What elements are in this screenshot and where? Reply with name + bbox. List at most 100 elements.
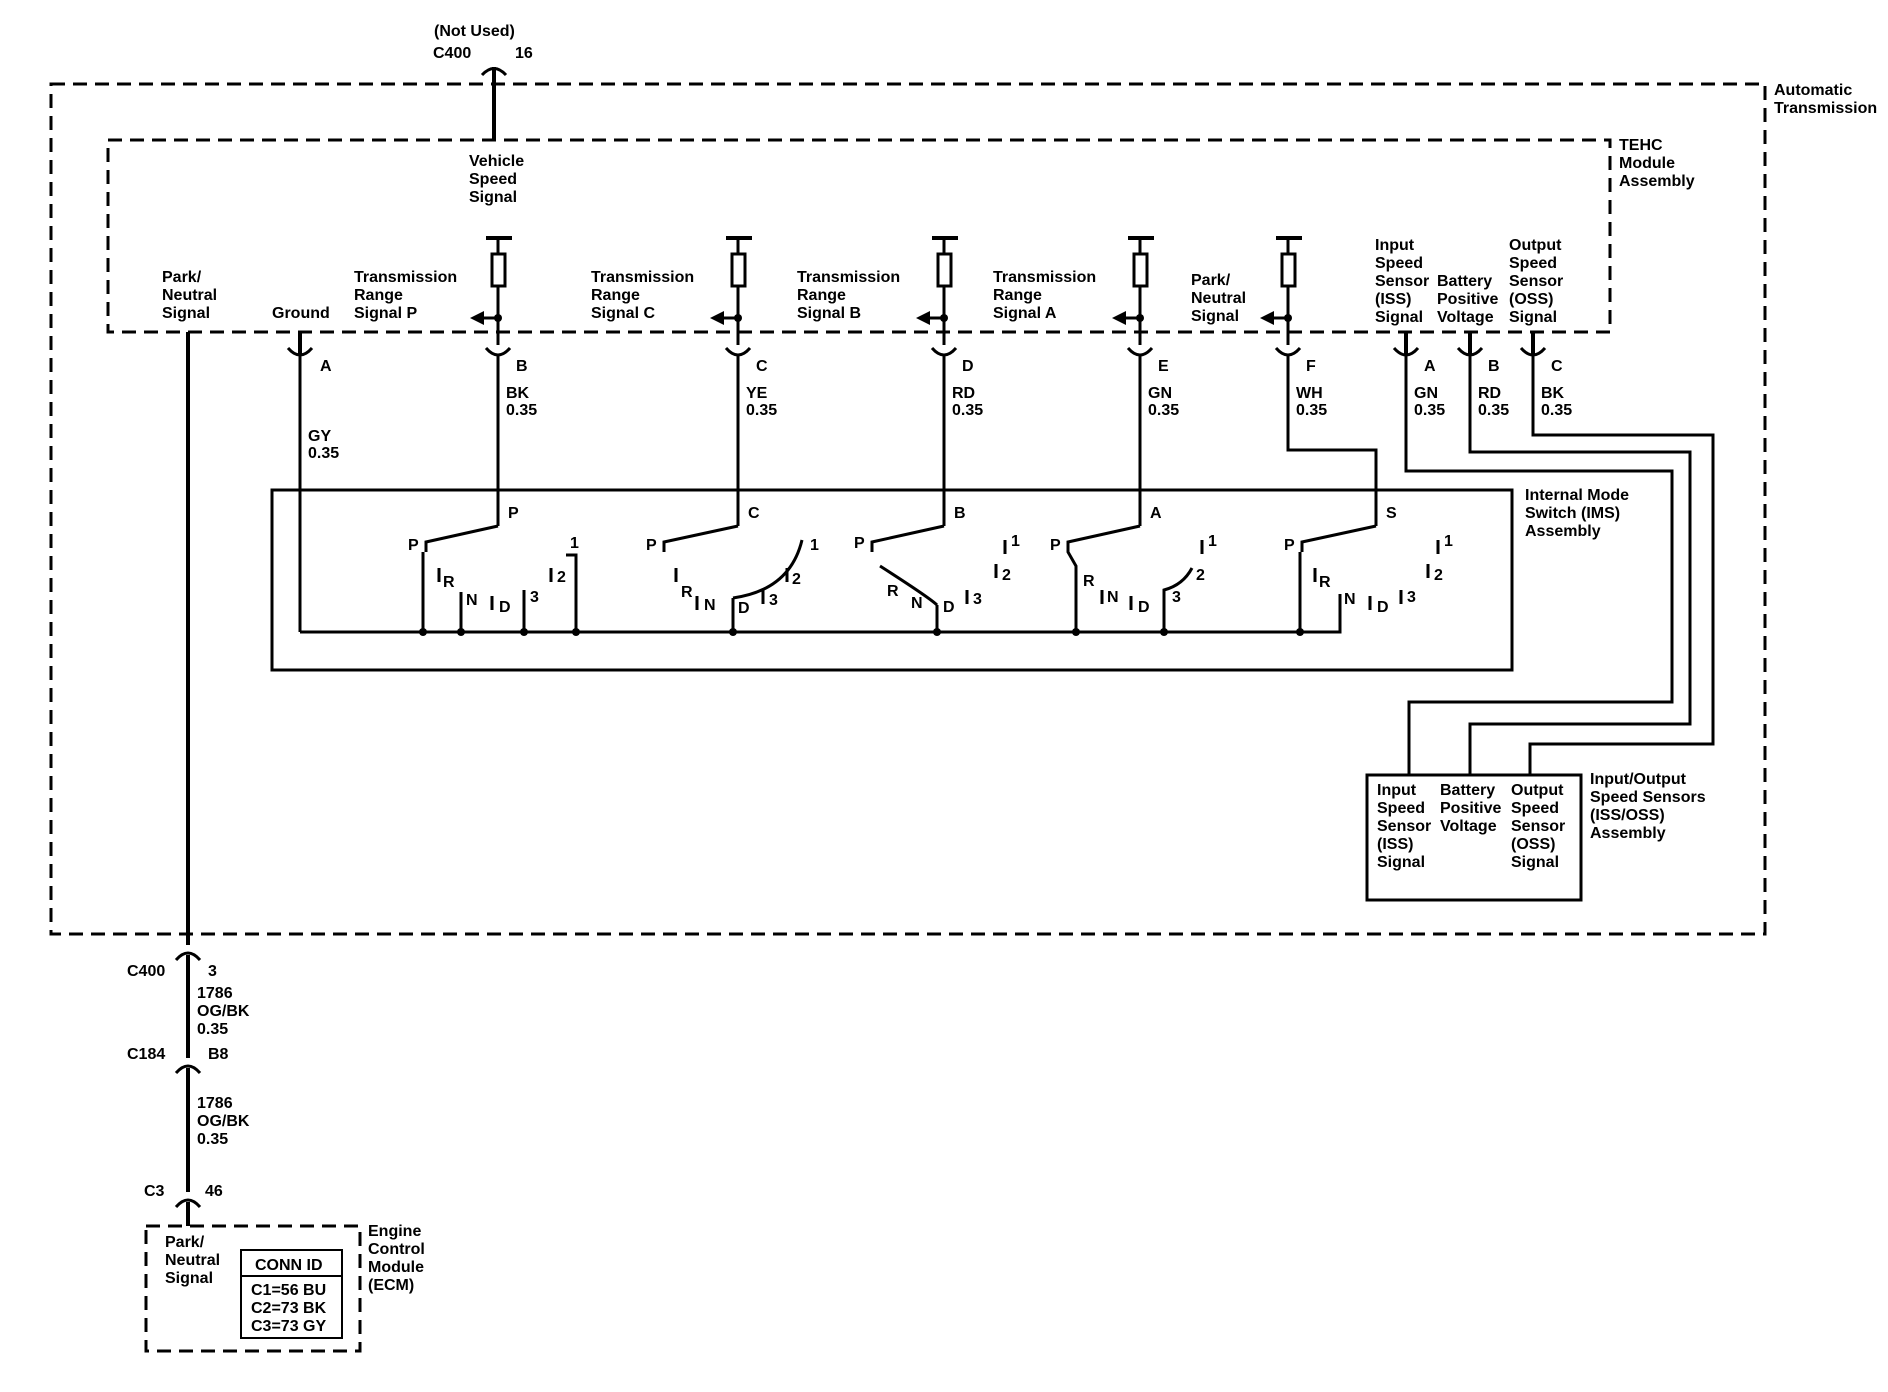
svg-text:Vehicle: Vehicle (469, 153, 524, 170)
svg-text:Park/: Park/ (165, 1234, 205, 1251)
svg-text:Input/Output: Input/Output (1590, 771, 1687, 788)
svg-text:Signal: Signal (1509, 309, 1557, 326)
svg-text:0.35: 0.35 (1478, 402, 1509, 419)
iss-oss-wires (1404, 356, 1715, 775)
svg-text:N: N (704, 597, 716, 614)
svg-text:2: 2 (1196, 567, 1205, 584)
not-used-label: (Not Used) (434, 23, 515, 40)
svg-text:C3: C3 (144, 1183, 165, 1200)
svg-text:D: D (943, 599, 955, 616)
svg-text:Positive: Positive (1440, 800, 1501, 817)
iss-signal-top-label: Input Speed Sensor (ISS) Signal (1375, 237, 1429, 326)
battery-positive-box-label: Battery Positive Voltage (1440, 782, 1501, 835)
left-pin-labels: A GY 0.35 B BK 0.35 C YE 0.35 D RD 0.35 … (308, 358, 1327, 462)
svg-text:(ISS): (ISS) (1375, 291, 1411, 308)
svg-text:0.35: 0.35 (1148, 402, 1179, 419)
svg-text:Automatic: Automatic (1774, 82, 1852, 99)
svg-text:N: N (466, 592, 478, 609)
svg-text:C1=56 BU: C1=56 BU (251, 1282, 326, 1299)
svg-text:(ISS/OSS): (ISS/OSS) (1590, 807, 1665, 824)
svg-text:1786: 1786 (197, 1095, 233, 1112)
svg-text:Engine: Engine (368, 1223, 421, 1240)
svg-text:B: B (1488, 358, 1500, 375)
svg-text:C: C (1551, 358, 1563, 375)
svg-text:Signal: Signal (1191, 308, 1239, 325)
svg-text:(OSS): (OSS) (1509, 291, 1553, 308)
svg-text:Range: Range (354, 287, 403, 304)
svg-text:Assembly: Assembly (1525, 523, 1601, 540)
svg-text:RD: RD (952, 385, 975, 402)
svg-text:(ISS): (ISS) (1377, 836, 1413, 853)
trs-a-label: Transmission Range Signal A (993, 269, 1096, 322)
svg-text:N: N (1107, 589, 1119, 606)
svg-text:Signal B: Signal B (797, 305, 861, 322)
svg-text:(ECM): (ECM) (368, 1277, 414, 1294)
park-neutral-harness (174, 332, 202, 1226)
svg-text:P: P (408, 537, 419, 554)
svg-text:0.35: 0.35 (506, 402, 537, 419)
svg-text:Signal: Signal (1377, 854, 1425, 871)
svg-text:0.35: 0.35 (746, 402, 777, 419)
svg-text:Speed: Speed (1511, 800, 1559, 817)
pullup-resistors (470, 236, 1302, 345)
svg-text:Input: Input (1375, 237, 1415, 254)
svg-text:Internal Mode: Internal Mode (1525, 487, 1629, 504)
svg-text:WH: WH (1296, 385, 1323, 402)
svg-text:Module: Module (1619, 155, 1675, 172)
svg-text:2: 2 (792, 571, 801, 588)
svg-text:Speed: Speed (1377, 800, 1425, 817)
svg-text:B: B (516, 358, 528, 375)
svg-text:RD: RD (1478, 385, 1501, 402)
svg-text:GN: GN (1148, 385, 1172, 402)
svg-text:Voltage: Voltage (1437, 309, 1494, 326)
svg-text:E: E (1158, 358, 1169, 375)
svg-text:C3=73 GY: C3=73 GY (251, 1318, 326, 1335)
svg-text:A: A (1424, 358, 1436, 375)
svg-text:P: P (854, 535, 865, 552)
iss-oss-assembly-box (1365, 773, 1583, 902)
svg-text:Park/: Park/ (1191, 272, 1231, 289)
svg-text:A: A (320, 358, 332, 375)
ims-switch-b: B P R N D 3 2 1 (854, 505, 1020, 636)
svg-text:Speed: Speed (469, 171, 517, 188)
ims-switch-c: C P R N D 3 2 1 (646, 505, 819, 636)
ims-switch-s: S P R N D 3 2 1 (1284, 505, 1453, 636)
svg-text:Signal: Signal (469, 189, 517, 206)
tehc-module-label: TEHC Module Assembly (1619, 137, 1695, 190)
park-neutral-signal-right-label: Park/ Neutral Signal (1191, 272, 1246, 325)
svg-text:Assembly: Assembly (1619, 173, 1695, 190)
svg-text:1: 1 (810, 537, 819, 554)
c400-top-connector-label: C400 (433, 45, 471, 62)
svg-text:Speed: Speed (1509, 255, 1557, 272)
svg-text:3: 3 (1407, 589, 1416, 606)
svg-text:D: D (1138, 599, 1150, 616)
svg-text:P: P (646, 537, 657, 554)
ecm-boundary (144, 1224, 362, 1353)
svg-text:Signal A: Signal A (993, 305, 1057, 322)
iss-signal-box-label: Input Speed Sensor (ISS) Signal (1377, 782, 1431, 871)
svg-text:D: D (738, 600, 750, 617)
svg-text:BK: BK (506, 385, 530, 402)
svg-text:D: D (1377, 599, 1389, 616)
svg-text:Park/: Park/ (162, 269, 202, 286)
oss-signal-top-label: Output Speed Sensor (OSS) Signal (1509, 237, 1563, 326)
svg-text:C: C (748, 505, 760, 522)
svg-text:Sensor: Sensor (1509, 273, 1563, 290)
svg-text:Signal P: Signal P (354, 305, 417, 322)
conn-id-box (240, 1249, 343, 1339)
automatic-transmission-boundary (49, 82, 1767, 936)
svg-text:1: 1 (570, 535, 579, 552)
svg-text:D: D (962, 358, 974, 375)
svg-text:Signal C: Signal C (591, 305, 655, 322)
svg-text:0.35: 0.35 (197, 1021, 228, 1038)
svg-text:P: P (1050, 537, 1061, 554)
svg-text:Battery: Battery (1437, 273, 1492, 290)
svg-text:1786: 1786 (197, 985, 233, 1002)
svg-text:R: R (443, 574, 455, 591)
svg-text:0.35: 0.35 (1296, 402, 1327, 419)
svg-text:C184: C184 (127, 1046, 165, 1063)
svg-text:Neutral: Neutral (165, 1252, 220, 1269)
svg-text:0.35: 0.35 (308, 445, 339, 462)
svg-text:P: P (1284, 537, 1295, 554)
svg-text:1: 1 (1011, 533, 1020, 550)
